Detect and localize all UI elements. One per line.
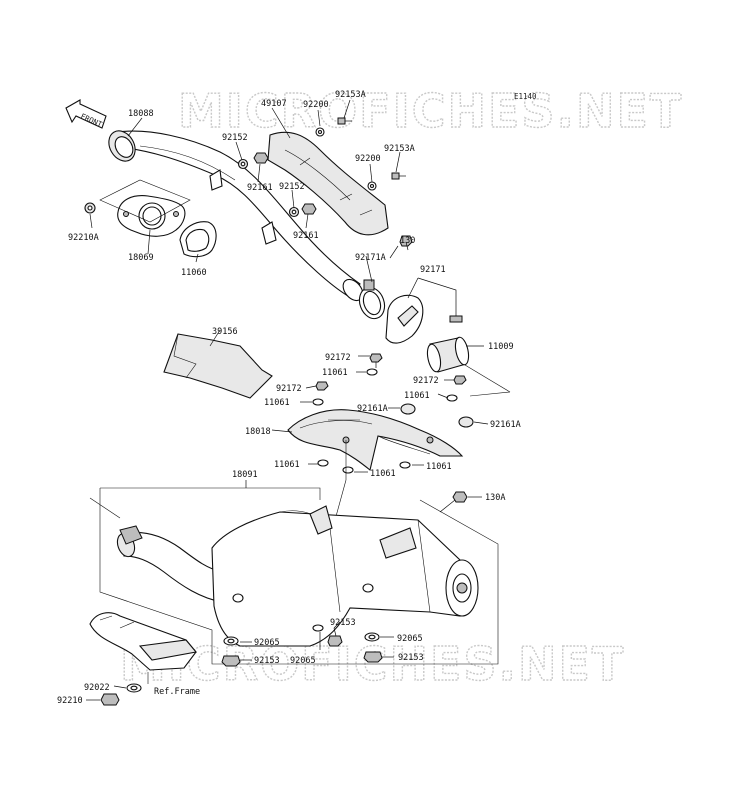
assembly-guide-lines	[469, 391, 511, 397]
nut-92152-icon	[288, 206, 300, 218]
bolt-130A-icon	[439, 491, 468, 513]
label-11061: 11061	[322, 368, 348, 378]
washer-92200-icon	[367, 181, 377, 191]
pipe-tab-icon	[261, 221, 277, 245]
bolt-92153-icon	[327, 627, 343, 647]
watermark-top: MICROFICHES.NET	[178, 84, 683, 138]
label-11061: 11061	[404, 391, 430, 401]
flange-18069-icon	[117, 195, 186, 237]
label-92153: 92153	[398, 653, 424, 663]
label-92171A: 92171A	[355, 253, 386, 263]
assembly-guide-lines	[464, 364, 511, 393]
label-92210: 92210	[57, 696, 83, 706]
insulator-39156-icon	[163, 333, 273, 399]
assembly-guide-lines	[99, 179, 191, 223]
clamp-92171A-icon	[358, 279, 386, 320]
bolt-92153A-icon	[391, 172, 406, 180]
washer-92065-icon	[223, 636, 239, 646]
bolt-130-icon	[389, 235, 413, 259]
nut-92210-icon	[100, 693, 120, 706]
header-pipe-icon	[111, 130, 364, 302]
assembly-guide-lines	[328, 419, 360, 521]
label-11061: 11061	[426, 462, 452, 472]
bolt-92172-icon	[453, 375, 467, 385]
label-92200: 92200	[303, 100, 329, 110]
collar-11061-icon	[317, 459, 329, 467]
nut-92161-icon	[301, 203, 317, 215]
bolt-92172-icon	[369, 353, 383, 368]
label-39156: 39156	[212, 327, 238, 337]
label-92065: 92065	[254, 638, 280, 648]
label-92022: 92022	[84, 683, 110, 693]
label-92161: 92161	[247, 183, 273, 193]
label-92161A: 92161A	[490, 420, 521, 430]
washer-92065-icon	[312, 624, 324, 632]
label-92065: 92065	[397, 634, 423, 644]
pipe-tab-icon	[209, 169, 223, 191]
label-18088: 18088	[128, 109, 154, 119]
nut-92153-icon	[363, 651, 383, 663]
label-92172: 92172	[276, 384, 302, 394]
collar-11061-icon	[366, 368, 378, 376]
label-92065: 92065	[290, 656, 316, 666]
diagram-code: E1140	[514, 92, 537, 101]
collar-11061-icon	[342, 466, 354, 474]
label-130A: 130A	[485, 493, 505, 503]
grommet-92161A-icon	[458, 416, 474, 428]
label-92153: 92153	[254, 656, 280, 666]
label-92172: 92172	[413, 376, 439, 386]
collar-11061-icon	[312, 398, 324, 406]
clamp-92171-icon	[385, 294, 463, 344]
label-49107: 49107	[261, 99, 287, 109]
frame-bracket-icon	[89, 612, 198, 671]
label-92161A: 92161A	[357, 404, 388, 414]
cover-18018-icon	[287, 409, 464, 471]
pipe-inlet-icon	[108, 130, 136, 162]
label-92210A: 92210A	[68, 233, 99, 243]
label-92171: 92171	[420, 265, 446, 275]
label-11060: 11060	[181, 268, 207, 278]
bolt-92153A-icon	[337, 117, 352, 125]
nut-92210A-icon	[84, 202, 96, 214]
label-92153A: 92153A	[384, 144, 415, 154]
collar-11061-icon	[399, 461, 411, 469]
sleeve-11009-icon	[426, 336, 470, 373]
nut-92153-icon	[221, 655, 241, 667]
grommet-92161A-icon	[400, 403, 416, 415]
assembly-guide-lines	[89, 487, 499, 665]
label-ref-frame: Ref.Frame	[154, 687, 200, 697]
front-arrow-icon: FRONT	[65, 99, 107, 129]
washer-92200-icon	[315, 127, 325, 137]
label-18018: 18018	[245, 427, 271, 437]
washer-92022-icon	[126, 683, 142, 693]
label-92161: 92161	[293, 231, 319, 241]
label-11009: 11009	[488, 342, 514, 352]
label-130: 130	[400, 236, 415, 246]
label-11061: 11061	[370, 469, 396, 479]
nut-92161-icon	[253, 152, 269, 164]
bolt-92172-icon	[315, 381, 329, 391]
gasket-11060-icon	[179, 221, 217, 258]
washer-92065-icon	[364, 632, 380, 642]
label-11061: 11061	[274, 460, 300, 470]
nut-92152-icon	[237, 158, 249, 170]
muffler-18091-icon	[116, 505, 479, 647]
label-92153: 92153	[330, 618, 356, 628]
label-92200: 92200	[355, 154, 381, 164]
label-92172: 92172	[325, 353, 351, 363]
label-92153A: 92153A	[335, 90, 366, 100]
leader-lines	[86, 99, 489, 701]
label-18091: 18091	[232, 470, 258, 480]
label-92152: 92152	[222, 133, 248, 143]
heat-guard-upper-icon	[267, 131, 389, 236]
collar-11061-icon	[446, 394, 458, 402]
label-92152: 92152	[279, 182, 305, 192]
label-18069: 18069	[128, 253, 154, 263]
part-labels: 18088 49107 92200 92153A 92152 92161 921…	[57, 90, 521, 706]
label-11061: 11061	[264, 398, 290, 408]
